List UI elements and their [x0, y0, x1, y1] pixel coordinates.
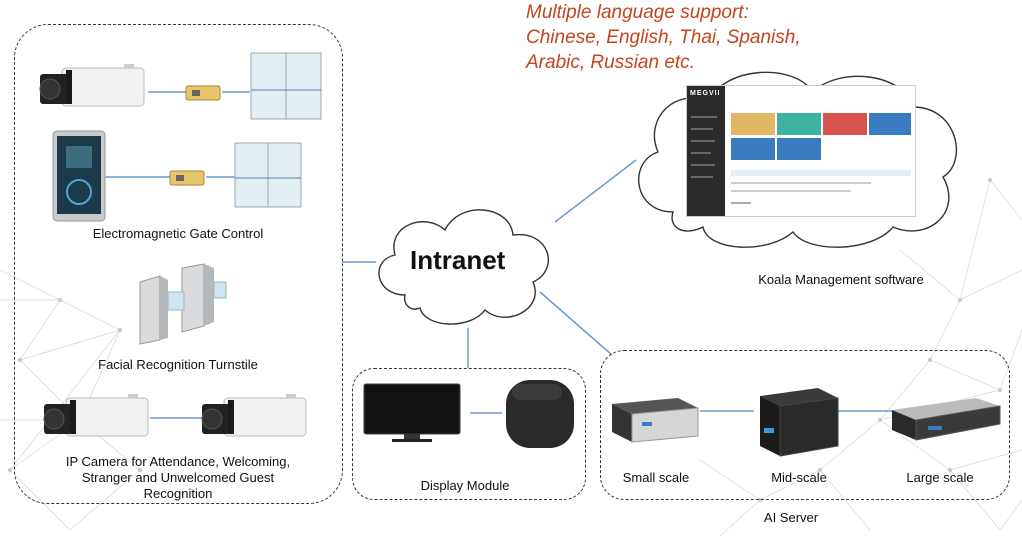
note-line: Multiple language support: [526, 2, 749, 23]
screenshot-logo: MEGVII [690, 90, 721, 97]
face-terminal-icon [52, 130, 106, 222]
box-camera-icon [201, 394, 307, 437]
turnstile-icon [139, 263, 227, 345]
note-line: Arabic, Russian etc. [526, 52, 695, 73]
small-scale-label: Small scale [622, 470, 690, 485]
dashboard-tile [777, 138, 821, 160]
box-camera-icon [39, 64, 145, 107]
workstation-server-icon [760, 388, 839, 457]
large-scale-label: Large scale [906, 470, 974, 485]
software-screenshot: MEGVII [686, 85, 916, 217]
software-label: Koala Management software [758, 272, 924, 287]
monitor-icon [363, 383, 461, 442]
mini-pc-icon [612, 398, 699, 443]
magnetic-lock-icon [185, 85, 221, 101]
dashboard-tile [869, 113, 911, 135]
rack-server-icon [892, 398, 1001, 441]
gate-control-label: Electromagnetic Gate Control [92, 226, 264, 241]
access-control-group [14, 24, 343, 504]
ai-server-label: AI Server [763, 510, 819, 525]
note-line: Chinese, English, Thai, Spanish, [526, 27, 801, 48]
box-camera-icon [43, 394, 149, 437]
intranet-cloud [378, 209, 549, 325]
magnetic-lock-icon [169, 170, 205, 186]
connector-intranet-to-server [539, 291, 613, 356]
dashboard-tile [731, 113, 775, 135]
glass-door-icon [234, 142, 302, 208]
glass-door-icon [250, 52, 322, 120]
turnstile-label: Facial Recognition Turnstile [98, 357, 258, 372]
mid-scale-label: Mid-scale [771, 470, 827, 485]
display-module-group [352, 368, 586, 500]
ip-camera-label: IP Camera for Attendance, Welcoming, Str… [65, 454, 291, 501]
dashboard-tile [823, 113, 867, 135]
display-module-label: Display Module [420, 478, 510, 493]
intranet-label: Intranet [410, 245, 506, 275]
media-box-icon [506, 380, 574, 448]
screenshot-sidebar: MEGVII [687, 86, 725, 216]
dashboard-tile [731, 138, 775, 160]
language-support-note: Multiple language support: Chinese, Engl… [526, 0, 801, 75]
ai-server-group [600, 350, 1010, 500]
dashboard-tile [777, 113, 821, 135]
connector-intranet-to-software [554, 159, 637, 223]
